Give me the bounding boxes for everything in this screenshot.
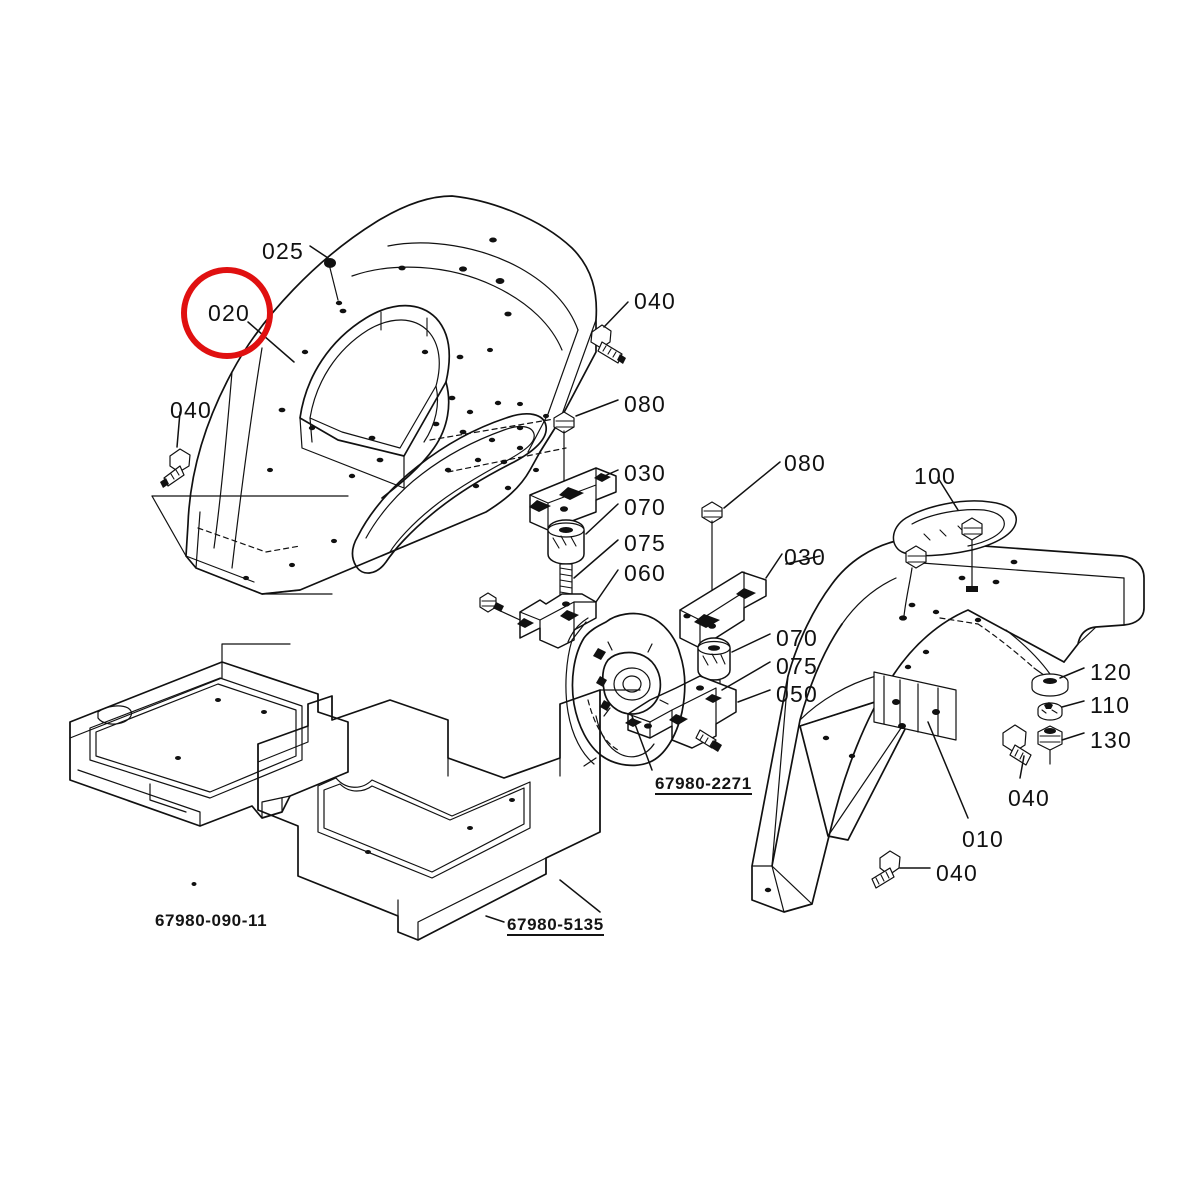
floor-mat-left-67980-090-11: [69, 643, 349, 886]
highlight-circle-020: [181, 267, 273, 359]
part-120-washer: [1031, 673, 1069, 697]
callout-label-010[interactable]: 010: [962, 826, 1004, 852]
callout-label-060[interactable]: 060: [624, 560, 666, 586]
part-040-bolt-upper-right: [590, 324, 626, 364]
part-number-pn_center: 67980-2271: [655, 774, 752, 795]
leader-lines: [176, 245, 1085, 923]
part-number-pn_right: 67980-5135: [507, 915, 604, 936]
part-070-rubber-mount-right: [697, 637, 731, 681]
callout-label-070[interactable]: 070: [776, 625, 818, 651]
callout-label-025[interactable]: 025: [262, 238, 304, 264]
part-number-pn_left: 67980-090-11: [155, 911, 268, 930]
right-fender-part-010: [751, 539, 1145, 913]
part-040-bolt-bottom: [871, 850, 901, 889]
floor-mat-right-67980-5135: [257, 689, 641, 941]
part-030-bracket-left: [529, 467, 617, 531]
part-060-bracket: [479, 592, 597, 649]
callout-label-030[interactable]: 030: [624, 460, 666, 486]
callout-label-050[interactable]: 050: [776, 681, 818, 707]
part-130-nut: [1037, 725, 1063, 765]
callout-label-040[interactable]: 040: [1008, 785, 1050, 811]
callout-label-040[interactable]: 040: [170, 397, 212, 423]
part-040-bolt-lower-right: [1002, 724, 1032, 766]
part-040-bolt-left: [160, 448, 191, 488]
callout-label-130[interactable]: 130: [1090, 727, 1132, 753]
handle-stud-left: [899, 545, 927, 621]
callout-label-100[interactable]: 100: [914, 463, 956, 489]
callout-label-075[interactable]: 075: [776, 653, 818, 679]
left-fender-part-020: [151, 195, 598, 595]
callout-label-070[interactable]: 070: [624, 494, 666, 520]
part-025-cap: [324, 258, 343, 306]
handle-stud-right: [961, 517, 983, 592]
callout-label-075[interactable]: 075: [624, 530, 666, 556]
callout-label-080[interactable]: 080: [784, 450, 826, 476]
callout-label-120[interactable]: 120: [1090, 659, 1132, 685]
part-100-grab-handle: [892, 500, 1017, 621]
callout-label-020-highlighted[interactable]: 020: [208, 300, 250, 326]
part-030-bracket-right: [679, 571, 767, 649]
callout-label-110[interactable]: 110: [1090, 692, 1131, 718]
part-070-rubber-mount-left: [547, 519, 585, 565]
part-110-lock-washer: [1037, 702, 1063, 721]
part-080-nut-right: [701, 501, 723, 595]
callout-label-030[interactable]: 030: [784, 544, 826, 570]
callout-label-040[interactable]: 040: [634, 288, 676, 314]
callout-label-040[interactable]: 040: [936, 860, 978, 886]
callout-label-080[interactable]: 080: [624, 391, 666, 417]
